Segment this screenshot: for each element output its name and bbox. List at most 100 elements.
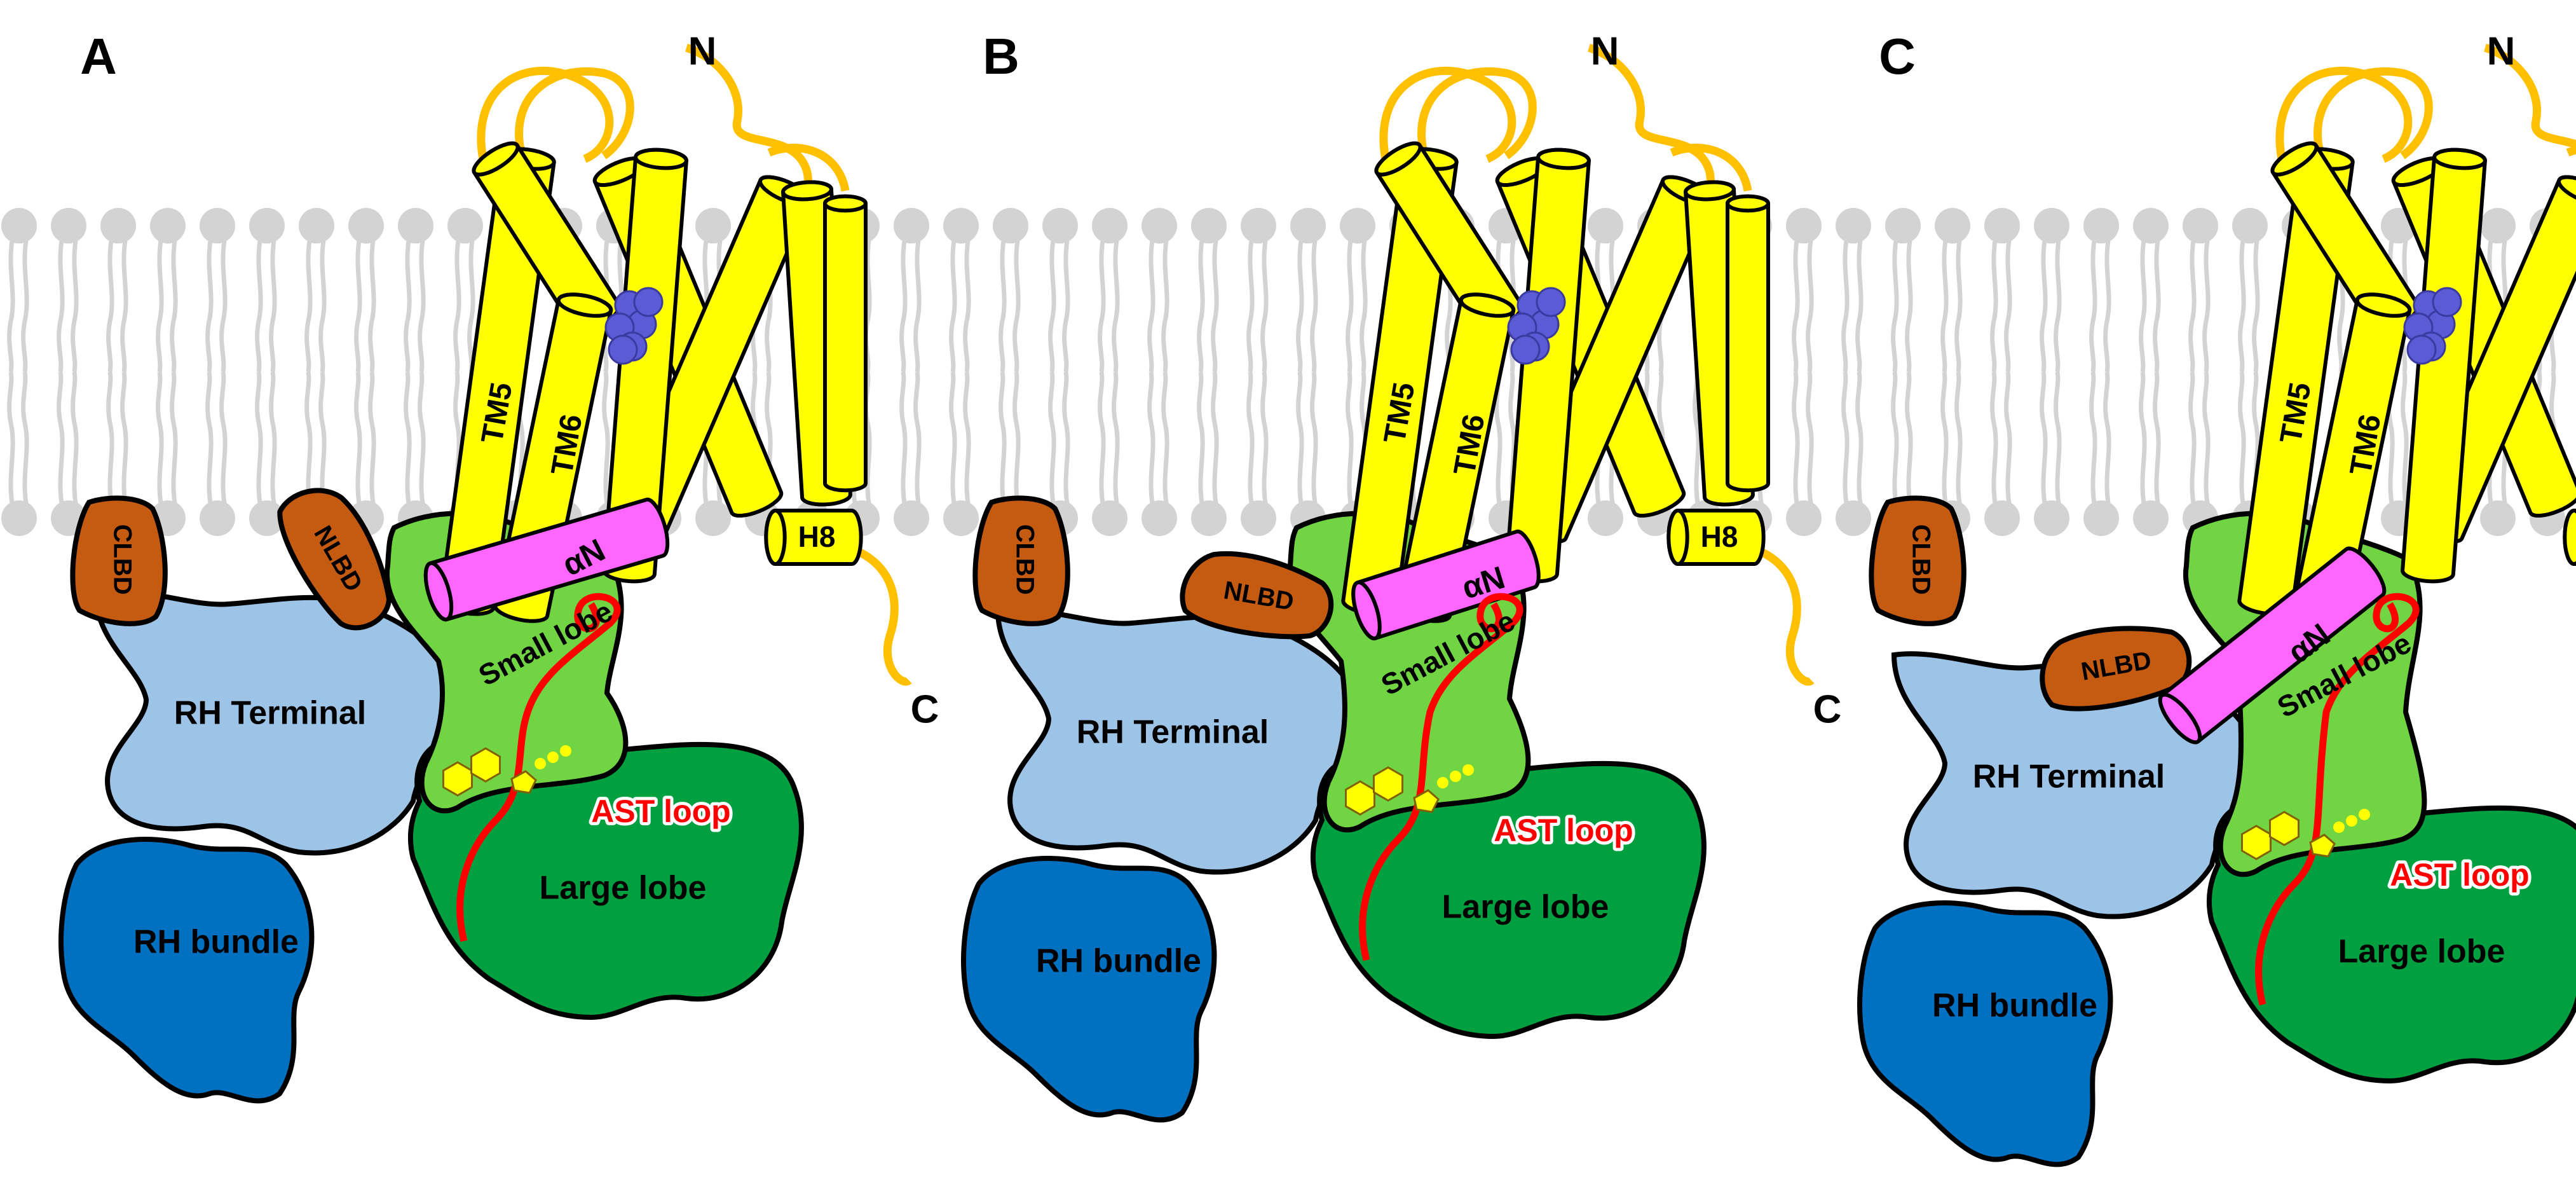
lipid-bottom [398, 372, 433, 536]
lipid-top [150, 208, 186, 372]
ast-loop-label: AST loop [1494, 813, 1633, 848]
ligand [2403, 287, 2462, 365]
lipid-top [51, 208, 86, 372]
ast-loop [2255, 593, 2420, 1006]
tm-helix-2 [2401, 148, 2487, 584]
lipid-bottom [1191, 372, 1227, 536]
lipid-bottom [943, 372, 979, 536]
lipid-bottom [2133, 372, 2169, 536]
lipid-top [100, 208, 136, 372]
nucleotide [442, 745, 571, 797]
lipid-bottom [2183, 372, 2218, 536]
lipid-top [1290, 208, 1326, 372]
clbd: CLBD [70, 495, 168, 626]
rh-terminal-label: RH Terminal [1973, 759, 2165, 795]
large-lobe-label: Large lobe [2338, 933, 2505, 970]
tm-helix-7b [1726, 194, 1770, 493]
lipid-top [2034, 208, 2069, 372]
lipid-top [299, 208, 334, 372]
nucleotide [2241, 809, 2370, 860]
lipid-top [1984, 208, 2020, 372]
lipid-bottom [51, 372, 86, 536]
clbd-label: CLBD [1907, 524, 1935, 594]
h8-helix [2563, 509, 2576, 566]
n-terminus-label: N [688, 29, 717, 73]
lipid-top [1885, 208, 1921, 372]
lipid-top [1042, 208, 1078, 372]
alpha-n-helix [1351, 529, 1541, 641]
rh-bundle-label: RH bundle [1036, 943, 1201, 980]
clbd: CLBD [972, 495, 1070, 626]
rh-bundle [961, 856, 1217, 1123]
lipid-bottom [200, 372, 235, 536]
lipid-top [2183, 208, 2218, 372]
lipid-top [1786, 208, 1822, 372]
lipid-top [348, 208, 384, 372]
h8-label: H8 [798, 520, 836, 553]
lipid-bottom [1241, 372, 1276, 536]
nlbd: NLBD [277, 488, 392, 631]
lipid-bottom [1836, 372, 1871, 536]
rh-bundle [58, 837, 315, 1104]
lipid-bottom [1290, 372, 1326, 536]
lipid-top [2083, 208, 2119, 372]
lipid-top [249, 208, 285, 372]
lipid-bottom [2083, 372, 2119, 536]
h8-helix [1666, 509, 1766, 566]
rh-terminal [92, 588, 456, 856]
c-terminus-label: C [911, 687, 939, 731]
ligand [604, 287, 664, 365]
lipid-top [1092, 208, 1128, 372]
lipid-top [1191, 208, 1227, 372]
h8-helix [764, 509, 863, 566]
lipid-top [200, 208, 235, 372]
rh-bundle [1857, 900, 2113, 1167]
lipid-top [1935, 208, 1970, 372]
lipid-top [1, 208, 37, 372]
lipid-bilayer [1, 208, 2565, 536]
nlbd: NLBD [1180, 551, 1334, 640]
lipid-top [993, 208, 1028, 372]
lipid-top [2133, 208, 2169, 372]
lipid-bottom [1984, 372, 2020, 536]
lipid-top [1241, 208, 1276, 372]
large-lobe-label: Large lobe [540, 870, 707, 907]
n-terminus-label: N [2487, 29, 2516, 73]
clbd: CLBD [1869, 495, 1966, 626]
panel-letter: C [1879, 28, 1916, 85]
large-lobe-label: Large lobe [1442, 889, 1609, 926]
clbd-label: CLBD [1011, 524, 1039, 594]
lipid-top [894, 208, 929, 372]
rh-terminal-label: RH Terminal [1077, 714, 1269, 751]
clbd-label: CLBD [108, 524, 136, 594]
h8-label: H8 [1701, 520, 1738, 553]
lipid-top [2232, 208, 2268, 372]
ast-loop [456, 593, 621, 942]
lipid-bottom [1, 372, 37, 536]
tm-helix-7b [823, 194, 868, 493]
rh-bundle-label: RH bundle [133, 924, 299, 961]
panel-letter: A [80, 28, 117, 85]
nucleotide [1345, 764, 1474, 816]
n-terminus-label: N [1591, 29, 1619, 73]
nlbd: NLBD [2040, 626, 2192, 711]
lipid-top [1141, 208, 1177, 372]
rh-terminal-label: RH Terminal [174, 695, 366, 732]
lipid-top [1836, 208, 1871, 372]
lipid-bottom [1786, 372, 1822, 536]
ast-loop [1359, 593, 1523, 961]
panel-letter: B [983, 28, 1019, 85]
ast-loop-label: AST loop [2390, 857, 2529, 893]
lipid-bottom [1141, 372, 1177, 536]
ast-loop-label: AST loop [591, 794, 730, 829]
lipid-bottom [894, 372, 929, 536]
lipid-top [943, 208, 979, 372]
ligand [1507, 287, 1566, 365]
lipid-top [1340, 208, 1375, 372]
rh-bundle-label: RH bundle [1932, 987, 2097, 1024]
